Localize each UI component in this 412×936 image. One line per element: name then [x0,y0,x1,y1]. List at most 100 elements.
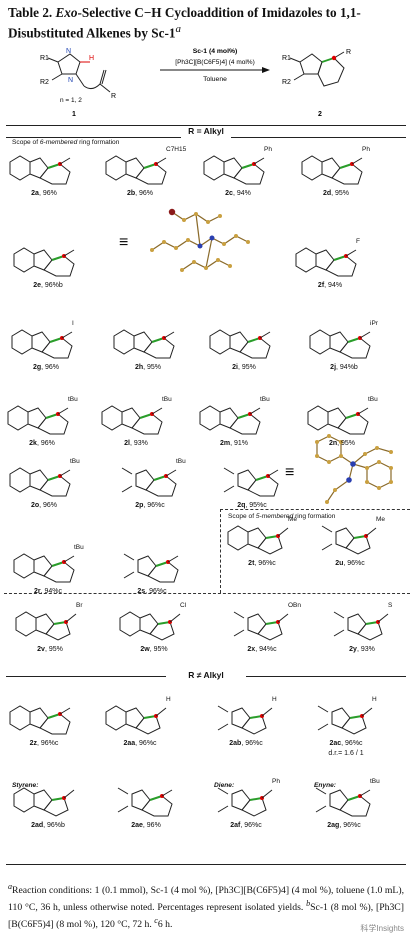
compound-id: 2m [219,440,231,447]
compound-id: 2l [124,440,130,447]
compound-yield: , 96%c [145,588,167,595]
structure-2f [295,247,357,277]
compound-id: 2y [349,646,357,653]
footnote-mark-a: a [8,882,13,891]
compound-id: 2z [29,740,37,747]
scope6-heading: Scope of 6-membered ring formation [12,139,119,146]
compound-id: 2t [248,560,255,567]
section-rule-left [6,137,181,138]
benzene-ring [9,705,31,731]
scope5-box-bottom [4,593,410,594]
benzene-ring [11,329,33,355]
footnote-b: Sc-1 (8 mol %), [Ph3C][B(C6F5)4] (8 mol … [8,902,404,931]
compound-yield: , 95% [237,364,256,371]
benzene-ring [105,705,127,731]
compound-yield: , 95% [149,646,168,653]
benzene-ring [203,155,225,181]
compound-label-2s: 2s, 96%c [112,588,192,595]
benzene-ring [13,787,35,813]
compound-yield: , 96%c [240,822,262,829]
compound-id: 2g [32,364,42,371]
imidazole-ring [321,157,341,179]
structure-2s [123,553,179,583]
title-text: -Selective C−H Cycloaddition of Imidazol… [8,5,361,41]
compound-id: 2ac [329,740,342,747]
scope5-italic: 5-membered [255,513,294,520]
imidazole-ring [31,331,51,353]
imidazole-ring [329,331,349,353]
structure-2i [209,329,271,359]
compound-label-2r: 2r, 94%c [8,588,88,595]
compound-yield: , 93% [129,440,148,447]
new-ring-6 [325,255,357,277]
table-bottom-rule [6,864,406,865]
new-ring-6 [39,475,71,497]
imidazole-ring [29,469,49,491]
new-ring-6 [233,163,265,185]
new-ring-6 [147,561,179,583]
product-r: R [346,49,351,56]
compound-yield: , 94% [232,190,251,197]
compound-id: 2aa [123,740,136,747]
imidazole-ring [131,789,151,811]
section-r-not-alkyl: R ≠ Alkyl [188,670,224,680]
section-rule-right [231,137,406,138]
crystal-structure-2q [315,434,393,504]
new-ring-6 [239,337,271,359]
benzene-ring [199,405,221,431]
imidazole-ring [223,157,243,179]
substituent-2c: Ph [264,146,272,153]
new-ring-6 [43,255,75,277]
new-ring-6 [37,413,69,435]
table-title: Table 2. Exo-Selective C−H Cycloaddition… [8,4,406,41]
benzene-ring [307,405,329,431]
imidazole-ring [315,249,335,271]
compound-id: 2ad [31,822,44,829]
catalyst-label: Sc-1 (4 mol%) [193,48,238,55]
title-footnote-mark: a [175,23,181,35]
compound-label-2p: 2p, 96%c [110,502,190,509]
new-ring-5 [135,715,161,735]
substituent-2y: S [388,602,393,609]
compound-label-2n: 2n, 95% [302,440,382,447]
compound-id: 2q [237,502,246,509]
compound-yield: , 96%b [43,822,65,829]
imidazole-ring [29,157,49,179]
new-ring-5 [43,797,69,817]
compound-yield: , 94%c [40,588,63,595]
compound-label-2af: 2af, 96%c [206,822,286,829]
benzene-ring [309,329,331,355]
new-ring-6 [145,475,177,497]
compound-yield: , 94%b [336,364,358,371]
compound-yield: , 96% [41,364,60,371]
new-ring-6 [135,163,167,185]
compound-label-2d: 2d, 95% [296,190,376,197]
imidazole-ring [237,469,257,491]
substituent-2j: iPr [370,320,378,327]
imidazole-ring [247,527,267,549]
compound-yield: , 96%c [135,740,157,747]
compound-label-2z: 2z, 96%c [4,740,84,747]
compound-label-2j: 2j, 94%b [304,364,384,371]
new-ring-6 [339,795,371,817]
compound-label-2ab: 2ab, 96%c [206,740,286,747]
structure-2n [307,405,369,435]
sm-r: R [111,93,116,100]
title-exo: Exo [55,5,78,20]
compound-label-2o: 2o, 96% [4,502,84,509]
substituent-2p: tBu [176,458,186,465]
new-ring-6 [143,337,175,359]
sm-r2: R2 [40,79,49,86]
compound-yield: , 96% [38,190,57,197]
compound-yield: , 93% [356,646,375,653]
new-ring-6 [337,413,369,435]
scope5-suffix: ring formation [293,513,336,520]
compound-id: 2i [232,364,238,371]
new-ring-6 [39,713,71,735]
new-ring-6 [331,163,363,185]
compound-id: 2x [247,646,256,653]
compound-yield: , 96%c [37,740,59,747]
compound-id: 2ag [327,822,340,829]
compound-label-2g: 2g, 96% [6,364,86,371]
compound-id: 2af [230,822,241,829]
